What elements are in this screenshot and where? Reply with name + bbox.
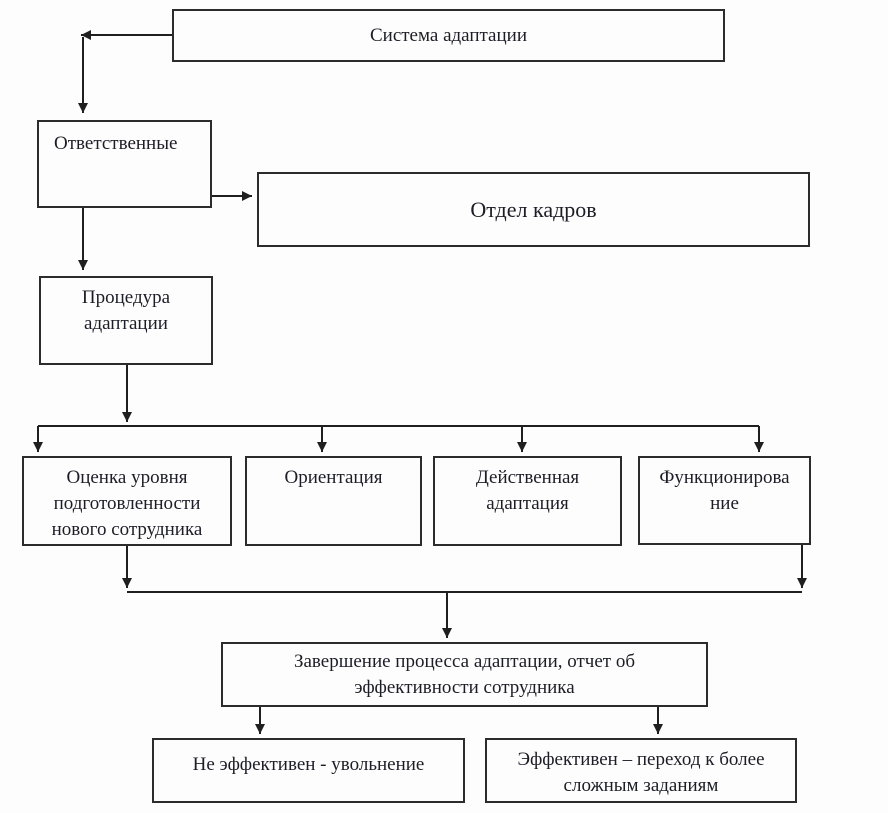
node-not-effective-dismissal-label: Не эффективен - увольнение — [192, 754, 425, 775]
node-readiness-assessment-label: Оценка уровня подготовленности нового со… — [51, 467, 203, 540]
node-adaptation-procedure: Процедура адаптации — [39, 276, 213, 365]
node-responsible: Ответственные — [37, 120, 212, 208]
node-effective-adaptation-label: Действенная адаптация — [475, 467, 580, 514]
node-adaptation-system-label: Система адаптации — [369, 24, 527, 46]
node-hr-department-label: Отдел кадров — [470, 196, 597, 222]
node-effective-adaptation: Действенная адаптация — [433, 456, 622, 546]
node-not-effective-dismissal: Не эффективен - увольнение — [152, 738, 465, 803]
node-responsible-label: Ответственные — [54, 133, 178, 154]
node-orientation-label: Ориентация — [284, 467, 383, 488]
node-process-completion: Завершение процесса адаптации, отчет об … — [221, 642, 708, 707]
node-effective-harder-tasks-label: Эффективен – переход к более сложным зад… — [517, 749, 765, 796]
node-functioning-label: Функционирова ние — [659, 467, 790, 514]
node-process-completion-label: Завершение процесса адаптации, отчет об … — [293, 650, 636, 698]
node-functioning: Функционирова ние — [638, 456, 811, 545]
node-readiness-assessment: Оценка уровня подготовленности нового со… — [22, 456, 232, 546]
node-hr-department: Отдел кадров — [257, 172, 810, 247]
node-adaptation-system: Система адаптации — [172, 9, 725, 62]
node-adaptation-procedure-label: Процедура адаптации — [81, 287, 171, 334]
node-orientation: Ориентация — [245, 456, 422, 546]
node-effective-harder-tasks: Эффективен – переход к более сложным зад… — [485, 738, 797, 803]
